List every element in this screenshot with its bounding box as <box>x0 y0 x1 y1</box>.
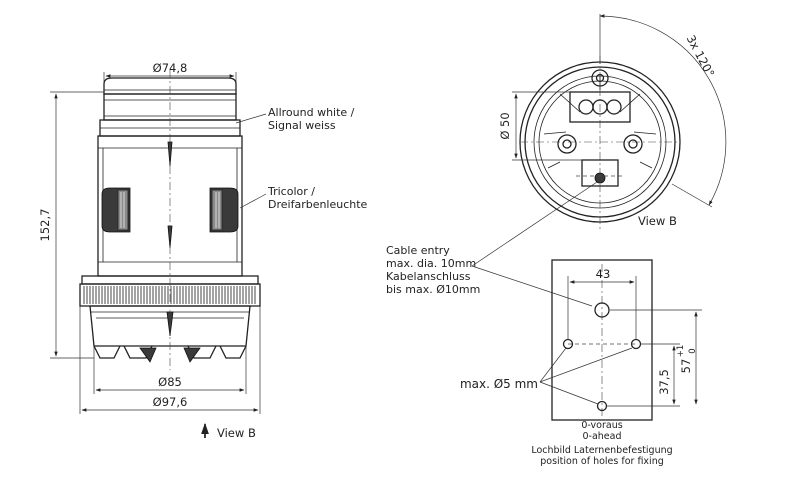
dim-base-diameter: Ø97,6 <box>153 395 188 409</box>
label-ahead-de: 0-voraus <box>581 420 622 431</box>
callout-allround-1: Allround white / <box>268 106 355 119</box>
cable-hole <box>594 302 610 318</box>
dim-top-diameter: Ø74,8 <box>153 61 188 75</box>
dim-bottom-diameter: Ø 50 <box>498 112 512 139</box>
caption-en: position of holes for fixing <box>540 456 664 467</box>
bottom-view-b: Ø 50 3x 120° View B <box>498 14 727 230</box>
hole-pattern: 43 37,5 57 +1 0 max. Ø5 mm 0-voraus 0-ah… <box>460 259 702 467</box>
dim-angle: 3x 120° <box>684 33 718 80</box>
dim-57-tol-lower: 0 <box>688 348 698 353</box>
knurled-ring <box>83 286 256 304</box>
dim-57: 57 <box>679 359 693 374</box>
view-b-label-side: View B <box>217 426 256 440</box>
dim-height: 152,7 <box>38 209 52 242</box>
dim-mid-diameter: Ø85 <box>158 375 182 389</box>
callout-tricolor-2: Dreifarbenleuchte <box>268 198 368 211</box>
callout-cable-2: max. dia. 10mm <box>386 257 476 270</box>
label-ahead-en: 0-ahead <box>582 431 621 442</box>
caption-de: Lochbild Laternenbefestigung <box>531 445 672 456</box>
label-max-5mm: max. Ø5 mm <box>460 377 538 391</box>
dim-37-5: 37,5 <box>657 369 671 395</box>
callouts: Allround white / Signal weiss Tricolor /… <box>235 106 601 307</box>
callout-cable-3: Kabelanschluss <box>386 270 471 283</box>
callout-tricolor-1: Tricolor / <box>267 185 315 198</box>
dim-width-43: 43 <box>596 267 611 281</box>
view-b-label-bottom: View B <box>638 214 677 228</box>
lantern-side-view <box>79 70 261 370</box>
callout-allround-2: Signal weiss <box>268 119 336 132</box>
side-view-dimensions: Ø74,8 152,7 Ø85 Ø97,6 View B <box>38 61 261 440</box>
callout-cable-4: bis max. Ø10mm <box>386 283 480 296</box>
dim-57-tol-upper: +1 <box>676 345 686 358</box>
callout-cable-1: Cable entry <box>386 244 450 257</box>
